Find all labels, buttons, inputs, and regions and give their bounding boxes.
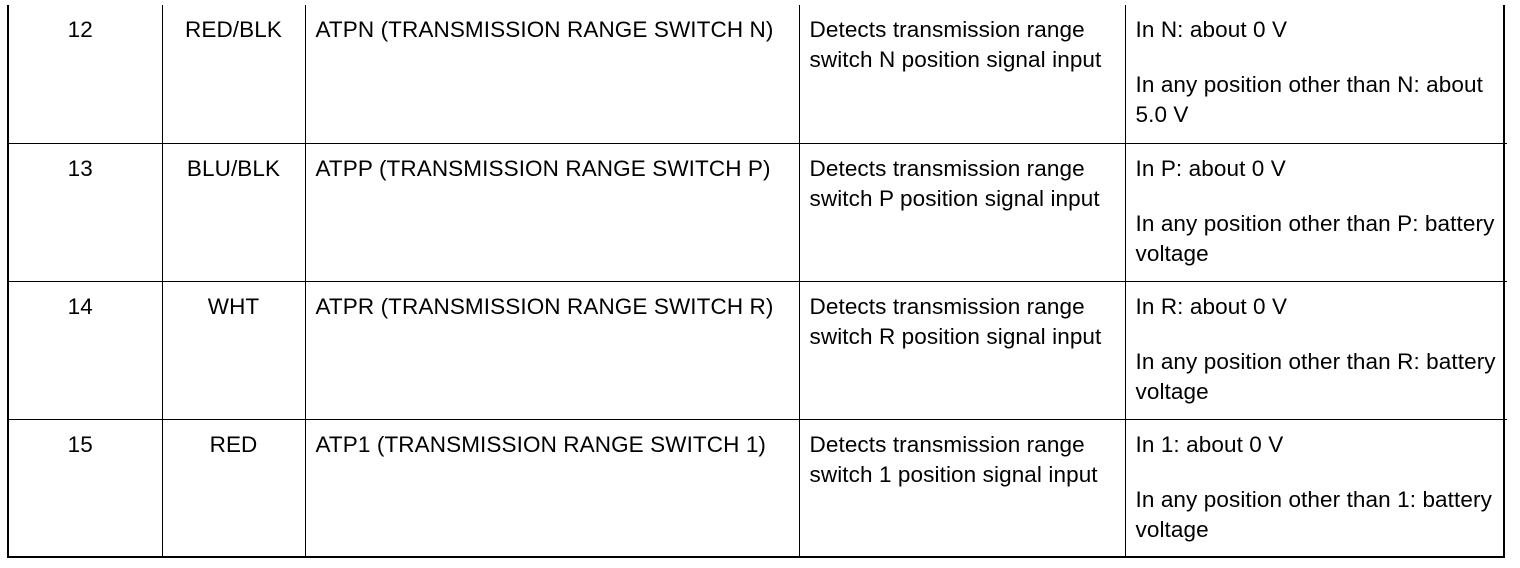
voltage-condition-2: In any position other than R: battery vo…	[1135, 348, 1496, 404]
table-row: 13 BLU/BLK ATPP (TRANSMISSION RANGE SWIT…	[9, 142, 1507, 282]
voltage-condition-1: In 1: about 0 V	[1135, 431, 1284, 457]
connected-item: ATPN (TRANSMISSION RANGE SWITCH N)	[304, 5, 800, 144]
signal-function: Detects transmission range switch P posi…	[798, 142, 1126, 282]
signal-function: Detects transmission range switch N posi…	[798, 5, 1126, 144]
table-row: 12 RED/BLK ATPN (TRANSMISSION RANGE SWIT…	[9, 5, 1507, 144]
voltage-condition-1: In R: about 0 V	[1135, 293, 1288, 319]
wire-color: BLU/BLK	[161, 142, 306, 282]
voltage-condition-1: In N: about 0 V	[1135, 17, 1288, 42]
voltage-specification: In R: about 0 V In any position other th…	[1124, 280, 1507, 420]
voltage-condition-2: In any position other than P: battery vo…	[1135, 210, 1495, 266]
terminal-number: 15	[9, 418, 163, 557]
terminal-table-grid: 12 RED/BLK ATPN (TRANSMISSION RANGE SWIT…	[9, 5, 1507, 557]
terminal-number: 12	[9, 5, 163, 144]
voltage-condition-1: In P: about 0 V	[1135, 155, 1286, 181]
terminal-table: 12 RED/BLK ATPN (TRANSMISSION RANGE SWIT…	[7, 5, 1507, 558]
table-row: 14 WHT ATPR (TRANSMISSION RANGE SWITCH R…	[9, 280, 1507, 420]
voltage-specification: In 1: about 0 V In any position other th…	[1124, 418, 1507, 557]
connected-item: ATP1 (TRANSMISSION RANGE SWITCH 1)	[304, 418, 800, 557]
terminal-number: 14	[9, 280, 163, 420]
voltage-condition-2: In any position other than N: about 5.0 …	[1135, 72, 1483, 127]
table-row: 15 RED ATP1 (TRANSMISSION RANGE SWITCH 1…	[9, 418, 1507, 557]
voltage-specification: In P: about 0 V In any position other th…	[1124, 142, 1507, 282]
signal-function: Detects transmission range switch R posi…	[798, 280, 1126, 420]
connected-item: ATPP (TRANSMISSION RANGE SWITCH P)	[304, 142, 800, 282]
terminal-number: 13	[9, 142, 163, 282]
wire-color: WHT	[161, 280, 306, 420]
connected-item: ATPR (TRANSMISSION RANGE SWITCH R)	[304, 280, 800, 420]
wire-color: RED/BLK	[161, 5, 306, 144]
voltage-condition-2: In any position other than 1: battery vo…	[1135, 486, 1492, 542]
voltage-specification: In N: about 0 V In any position other th…	[1124, 5, 1507, 144]
wire-color: RED	[161, 418, 306, 557]
signal-function: Detects transmission range switch 1 posi…	[798, 418, 1126, 557]
